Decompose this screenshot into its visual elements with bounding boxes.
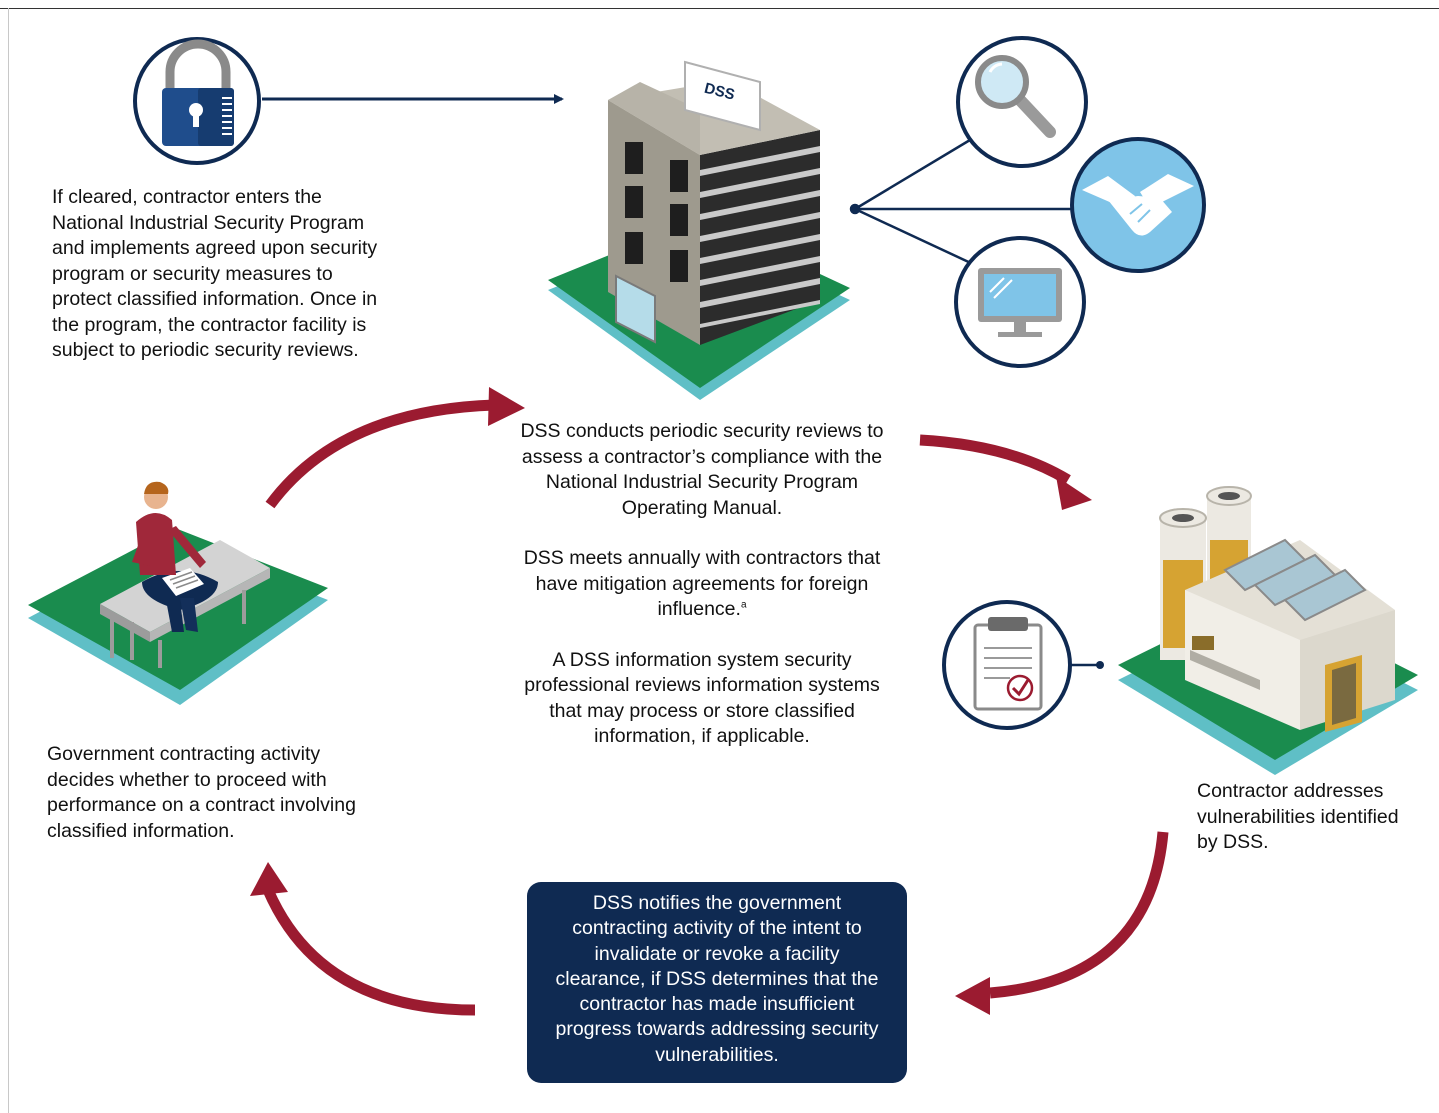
monitor-icon — [954, 236, 1086, 368]
top-border — [0, 8, 1439, 9]
arrowhead-to-factory — [1056, 476, 1092, 510]
dss-notification-box: DSS notifies the government contracting … — [527, 882, 907, 1083]
review-branch-lines — [849, 138, 1072, 267]
cleared-contractor-text: If cleared, contractor enters the Nation… — [52, 186, 378, 361]
arrowhead-to-notice — [955, 977, 990, 1015]
cycle-arrows — [250, 387, 1169, 1016]
dss-reviews-paragraph-2-text: DSS meets annually with contractors that… — [523, 547, 881, 620]
contractor-addresses-text: Contractor addresses vulnerabilities ide… — [1197, 780, 1399, 853]
handshake-icon — [1070, 137, 1206, 273]
dss-reviews-paragraph-2: DSS meets annually with contractors that… — [520, 546, 884, 623]
arrowhead-to-dss — [488, 387, 525, 426]
clipboard-check-icon — [942, 600, 1104, 730]
dss-sign: DSS — [702, 80, 736, 104]
government-desk-scene — [28, 481, 328, 705]
dss-reviews-paragraph-1: DSS conducts periodic security reviews t… — [520, 420, 884, 519]
left-border — [8, 8, 9, 1113]
arrowhead-to-government — [250, 862, 288, 896]
dss-building: DSS — [548, 60, 850, 400]
dss-reviews-text: DSS conducts periodic security reviews t… — [520, 419, 884, 775]
factory-building — [1118, 486, 1418, 775]
government-activity-text: Government contracting activity decides … — [47, 743, 356, 842]
dss-reviews-paragraph-3: A DSS information system security profes… — [524, 648, 880, 748]
lock-icon — [133, 37, 261, 165]
footnote-marker: a — [740, 599, 747, 611]
magnifier-icon — [956, 36, 1088, 168]
dss-notification-text: DSS notifies the government contracting … — [555, 892, 879, 1066]
